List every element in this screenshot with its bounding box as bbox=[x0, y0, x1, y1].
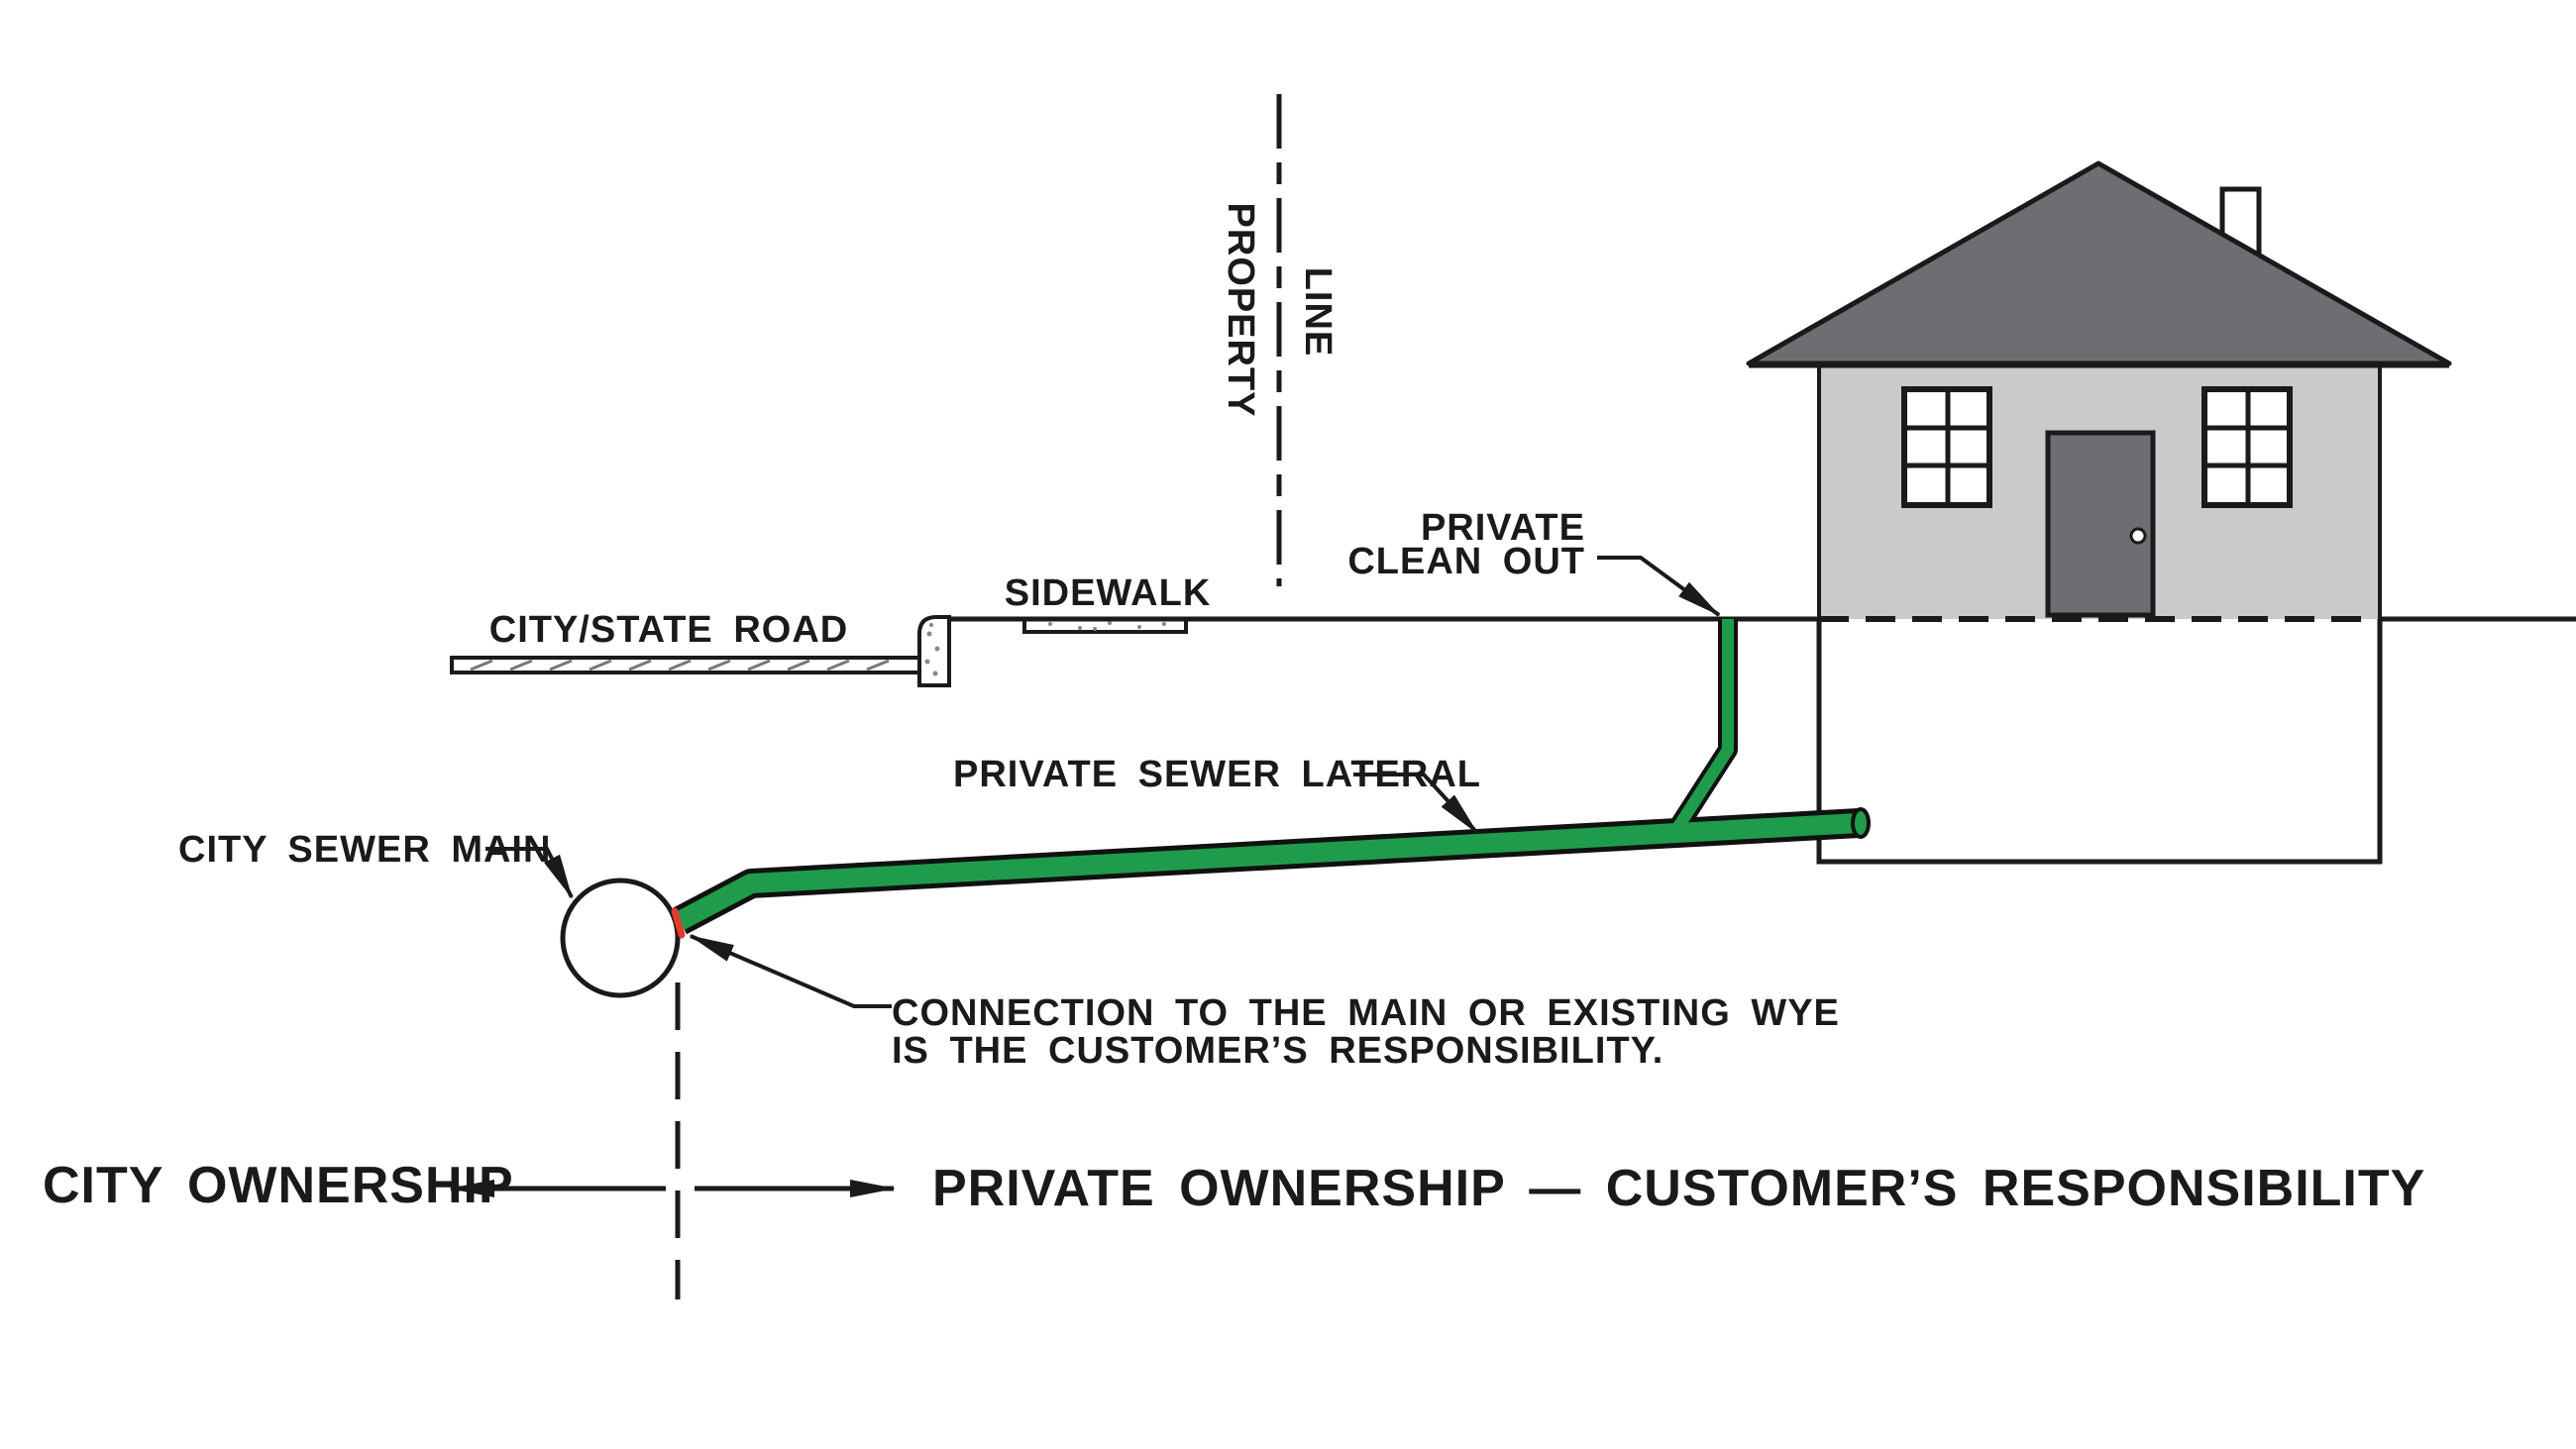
leader-connection-note bbox=[689, 934, 892, 1008]
connection-note-line2: IS THE CUSTOMER’S RESPONSIBILITY. bbox=[892, 1030, 1664, 1072]
curb bbox=[917, 615, 951, 687]
window-left bbox=[1901, 386, 1992, 508]
road-label: CITY/STATE ROAD bbox=[489, 609, 848, 651]
cleanout-label-line1: PRIVATE bbox=[1421, 507, 1585, 549]
house-roof bbox=[1746, 160, 2452, 366]
city-ownership-label: CITY OWNERSHIP bbox=[43, 1157, 514, 1214]
window-right bbox=[2201, 386, 2293, 508]
door bbox=[2045, 430, 2156, 618]
private-ownership-label: PRIVATE OWNERSHIP — CUSTOMER’S RESPONSIB… bbox=[932, 1160, 2425, 1217]
property-label: PROPERTY bbox=[1220, 202, 1261, 417]
connection-note-line1: CONNECTION TO THE MAIN OR EXISTING WYE bbox=[892, 992, 1840, 1034]
cleanout-label-line2: CLEAN OUT bbox=[1347, 541, 1585, 582]
basement-foundation bbox=[1816, 619, 2383, 865]
lateral-label: PRIVATE SEWER LATERAL bbox=[953, 754, 1481, 795]
property-line-label: LINE bbox=[1297, 267, 1339, 358]
wye-connection-marker bbox=[671, 907, 686, 939]
leader-cleanout bbox=[1597, 556, 1721, 617]
road-surface bbox=[450, 656, 921, 674]
door-knob bbox=[2129, 527, 2147, 545]
lateral-end-cap bbox=[1851, 807, 1871, 839]
sewer-lateral-pipe bbox=[675, 813, 1860, 930]
city-sewer-main-circle bbox=[560, 878, 681, 998]
leader-city-sewer-main bbox=[485, 847, 574, 899]
sidewalk-label: SIDEWALK bbox=[1005, 572, 1212, 614]
cleanout-pipe bbox=[1668, 619, 1734, 837]
leader-lateral bbox=[1353, 773, 1479, 835]
sewer-main-label: CITY SEWER MAIN bbox=[178, 829, 551, 871]
sidewalk-slab bbox=[1022, 617, 1188, 634]
